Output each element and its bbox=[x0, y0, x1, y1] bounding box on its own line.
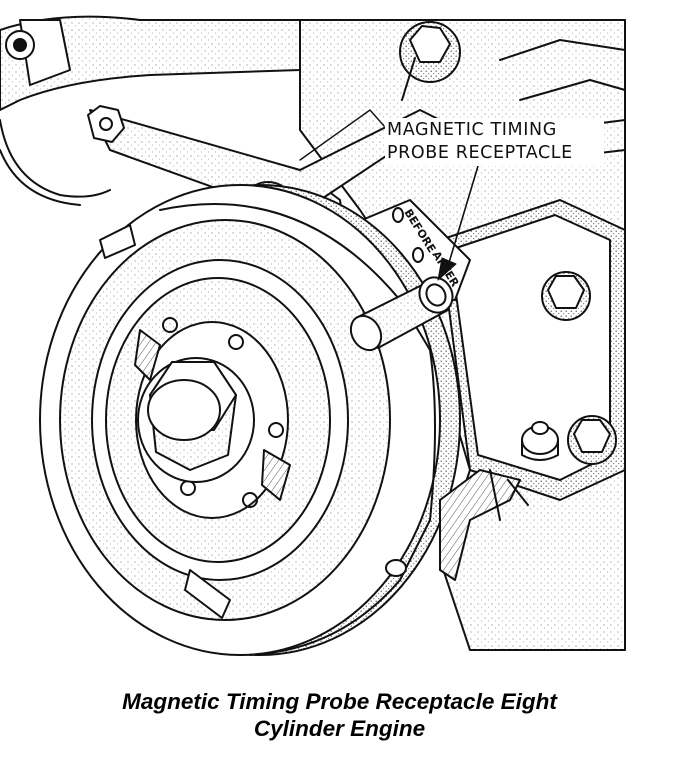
crankshaft-bolt-icon bbox=[137, 357, 255, 483]
callout-line-1: MAGNETIC TIMING bbox=[387, 120, 557, 140]
block-stud-icon bbox=[521, 421, 559, 461]
block-bolt-upper-icon bbox=[541, 271, 591, 321]
block-bolt-lower-icon bbox=[567, 415, 617, 465]
lower-bracket bbox=[439, 469, 521, 581]
engine-illustration: BEFORE AFTER bbox=[0, 15, 626, 656]
damper-bolt-icon bbox=[162, 317, 178, 333]
bracket-bolt-left-icon bbox=[87, 105, 125, 143]
caption-line-1: Magnetic Timing Probe Receptacle Eight bbox=[122, 689, 557, 714]
callout-leader bbox=[447, 165, 479, 267]
caption-line-2: Cylinder Engine bbox=[253, 716, 426, 741]
callout-line-2: PROBE RECEPTACLE bbox=[387, 143, 573, 163]
figure-caption: Magnetic Timing Probe Receptacle Eight C… bbox=[0, 688, 679, 742]
probe-receptacle-callout: MAGNETIC TIMING PROBE RECEPTACLE bbox=[385, 118, 604, 166]
top-bolt-icon bbox=[399, 21, 461, 101]
probe-receptacle bbox=[349, 276, 454, 352]
